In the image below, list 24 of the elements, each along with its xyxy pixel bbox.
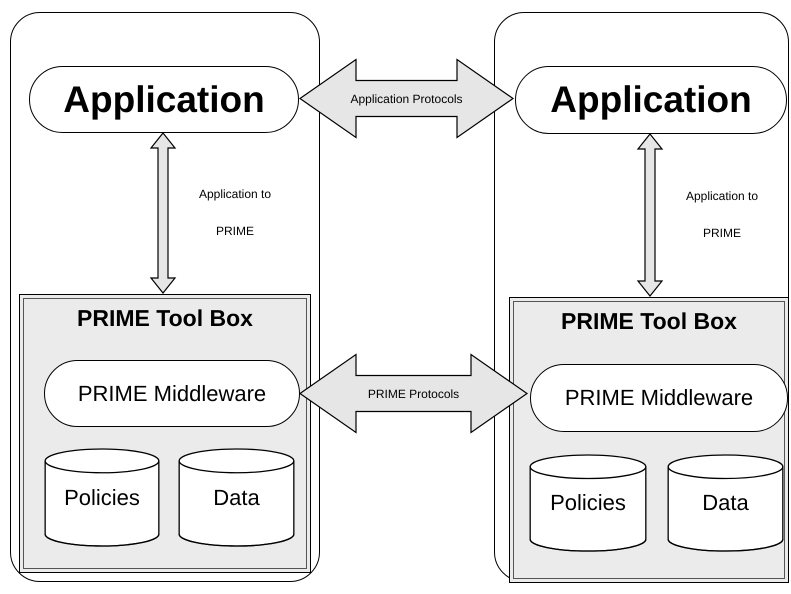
edge-label: Application to PRIME (684, 188, 760, 242)
database-label: Data (213, 484, 260, 510)
rounded-panel (494, 12, 789, 582)
toolbox-panel (19, 294, 311, 573)
database-label: Data (702, 490, 749, 516)
database-cylinder (529, 454, 647, 552)
database-cylinder (667, 454, 784, 552)
rounded-panel (10, 12, 320, 582)
double-arrow (636, 133, 664, 297)
rounded-box (515, 66, 787, 134)
panel-heading: PRIME Tool Box (76, 305, 254, 332)
database-label: Policies (550, 490, 626, 516)
box-label: PRIME Middleware (564, 385, 754, 411)
database-label: Policies (64, 484, 140, 510)
double-arrow (150, 132, 176, 294)
edge-label: Application to PRIME (198, 186, 272, 240)
rounded-box (530, 364, 788, 432)
box-label: PRIME Middleware (78, 380, 266, 406)
box-title: Application (63, 78, 265, 120)
database-cylinder (178, 448, 295, 547)
box-title: Application (550, 79, 752, 121)
toolbox-panel (509, 297, 789, 583)
database-cylinder (44, 448, 160, 547)
panel-heading: PRIME Tool Box (560, 308, 738, 335)
